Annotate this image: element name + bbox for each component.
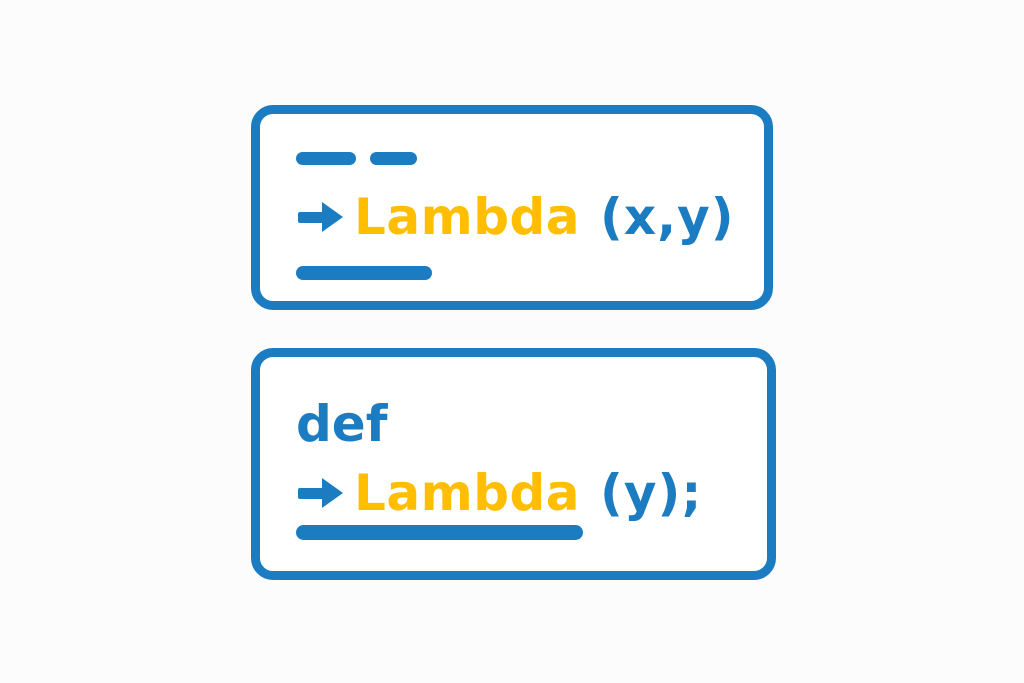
code-card-lambda-def[interactable]: def Lambda (y);	[251, 348, 776, 580]
function-arguments: (y);	[600, 464, 703, 522]
code-dash-short	[370, 152, 417, 165]
function-arguments: (x,y)	[600, 188, 735, 246]
function-name-lambda: Lambda	[354, 188, 581, 246]
code-card-lambda-anonymous[interactable]: Lambda (x,y)	[251, 105, 773, 310]
keyword-def: def	[296, 395, 388, 453]
code-underline-long	[296, 525, 583, 540]
arrow-right-icon	[296, 192, 348, 240]
code-line-lambda-call: Lambda (y);	[296, 462, 702, 518]
function-name-lambda: Lambda	[354, 464, 581, 522]
arrow-right-icon	[296, 468, 348, 516]
code-line-def-keyword: def	[296, 399, 387, 449]
code-underline-short	[296, 266, 432, 280]
code-dash-long	[296, 152, 356, 165]
code-line-lambda-call: Lambda (x,y)	[296, 186, 735, 242]
